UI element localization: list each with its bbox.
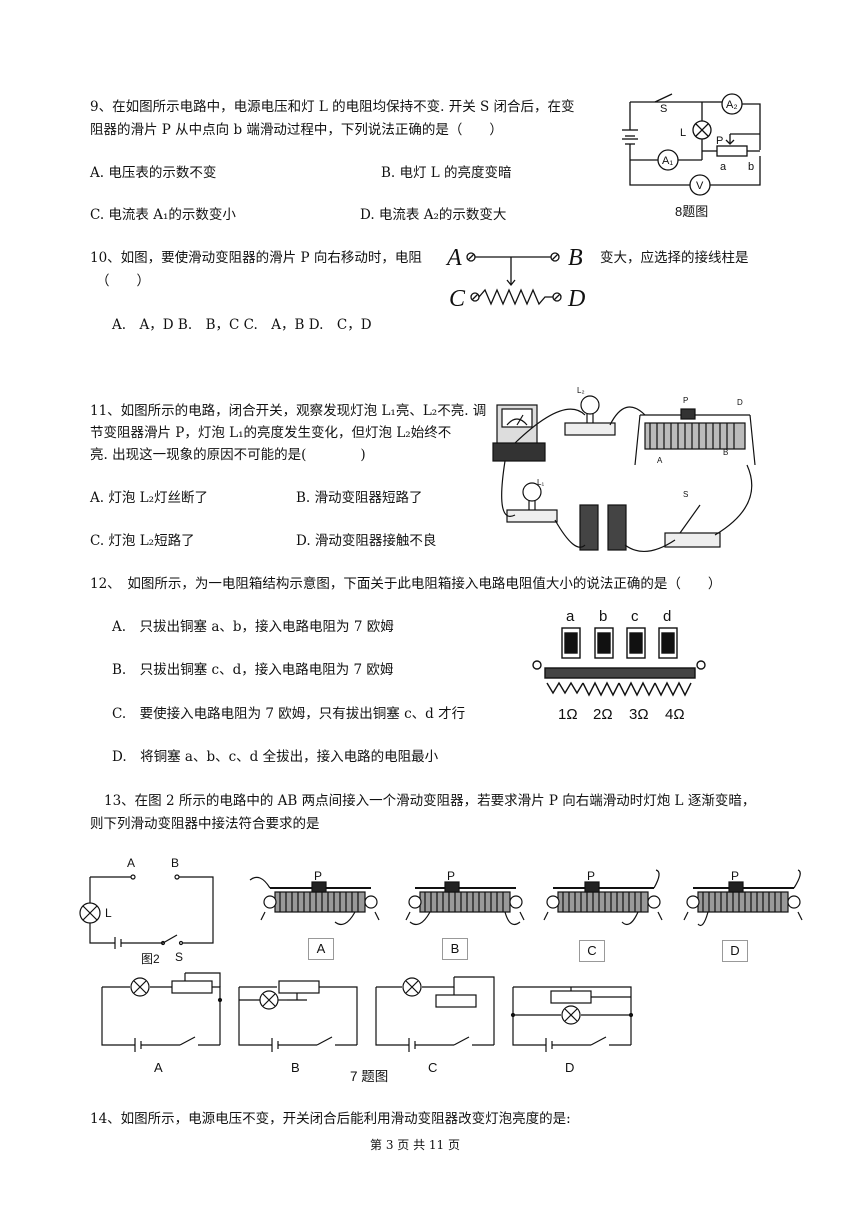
q13-rheostat-b-label-box: B — [442, 938, 468, 960]
q11-option-d: D. 滑动变阻器接触不良 — [296, 533, 437, 549]
q13-circuit-b: B — [238, 980, 358, 1075]
q13-stem-line2: 则下列滑动变阻器中接法符合要求的是 — [90, 816, 320, 832]
q11-fig-label-p: P — [683, 396, 688, 405]
q14-stem: 14、如图所示，电源电压不变，开关闭合后能利用滑动变阻器改变灯泡亮度的是: — [90, 1111, 571, 1127]
q13-circuit-a-label: A — [154, 1060, 163, 1075]
q9-option-d: D. 电流表 A₂的示数变大 — [360, 207, 507, 223]
q11-fig-label-a: A — [657, 456, 663, 465]
q13-rheostat-a-label-box: A — [308, 938, 334, 960]
q13-rheostat-c-label-p: P — [587, 869, 595, 883]
q13-rheostat-c-label-box: C — [579, 940, 605, 962]
q13-rheostat-a: P — [249, 869, 380, 925]
q12-fig-ohm-4: 4Ω — [665, 706, 685, 723]
q13-rheostat-a-label: A — [316, 941, 326, 956]
q13-circuit-c-label: C — [428, 1060, 437, 1075]
q10-rheostat-figure: A B C D — [445, 245, 585, 312]
q12-fig-plug-b: b — [599, 608, 607, 625]
q11-fig-label-d: D — [737, 398, 743, 407]
q12-fig-ohm-2: 2Ω — [593, 706, 613, 723]
q9-fig-label-s: S — [660, 103, 667, 115]
q13-rheostat-b: P — [405, 869, 525, 925]
q9-fig-label-a1: A₁ — [662, 155, 673, 167]
q9-fig-label-a: a — [720, 161, 727, 173]
q13-rheostat-d-label: D — [730, 943, 740, 958]
q13-figure-2-circuit: A B L S 图2 — [79, 856, 214, 966]
q12-fig-plug-a: a — [566, 608, 575, 625]
q13-circuit-b-label: B — [291, 1060, 300, 1075]
q11-fig-label-l2: L₂ — [577, 386, 585, 395]
q13-fig2-label-l: L — [105, 906, 112, 920]
q9-option-c: C. 电流表 A₁的示数变小 — [90, 207, 236, 223]
q9-fig-label-l: L — [680, 127, 686, 139]
q12-fig-plug-c: c — [631, 608, 639, 625]
q12-stem: 12、 如图所示，为一电阻箱结构示意图，下面关于此电阻箱接入电路电阻值大小的说法… — [90, 576, 722, 592]
q13-fig2-label-s: S — [175, 950, 183, 964]
q10-fig-label-a: A — [445, 245, 462, 271]
q11-fig-label-b: B — [723, 448, 728, 457]
q10-stem-line2: （ ） — [96, 273, 150, 289]
q11-option-a: A. 灯泡 L₂灯丝断了 — [90, 490, 208, 506]
q13-rheostat-b-label-p: P — [447, 869, 455, 883]
q13-stem-line1: 13、在图 2 所示的电路中的 AB 两点间接入一个滑动变阻器，若要求滑片 P … — [104, 793, 756, 809]
q11-option-c: C. 灯泡 L₂短路了 — [90, 533, 195, 549]
q9-fig-label-b: b — [748, 161, 754, 173]
q12-option-d: D. 将铜塞 a、b、c、d 全拔出，接入电路的电阻最小 — [112, 749, 439, 765]
q13-circuits-caption: 7 题图 — [350, 1069, 389, 1084]
q13-fig2-label-b: B — [171, 856, 179, 870]
q9-fig-label-v: V — [696, 180, 704, 192]
q13-rheostat-d-label-box: D — [722, 940, 748, 962]
q13-rheostat-c-label: C — [587, 943, 597, 958]
q9-option-a: A. 电压表的示数不变 — [90, 165, 217, 181]
q13-rheostat-d-label-p: P — [731, 869, 739, 883]
q9-fig-label-a2: A₂ — [726, 99, 738, 111]
q12-fig-plug-d: d — [663, 608, 671, 625]
q11-stem-line3: 亮. 出现这一现象的原因不可能的是( ) — [90, 447, 366, 463]
page-footer: 第 3 页 共 11 页 — [370, 1138, 460, 1152]
q11-stem-line1: 11、如图所示的电路，闭合开关，观察发现灯泡 L₁亮、L₂不亮. 调 — [90, 403, 487, 419]
q12-option-a: A. 只拔出铜塞 a、b，接入电路电阻为 7 欧姆 — [112, 619, 394, 635]
q13-rheostat-b-label: B — [450, 941, 460, 956]
q13-rheostat-d: P — [683, 869, 803, 927]
q10-options: A. A，D B. B，C C. A，B D. C，D — [112, 317, 372, 333]
q13-rheostat-c: P — [543, 869, 663, 925]
q12-option-b: B. 只拔出铜塞 c、d，接入电路电阻为 7 欧姆 — [112, 662, 394, 678]
q9-stem-line1: 9、在如图所示电路中，电源电压和灯 L 的电阻均保持不变. 开关 S 闭合后，在… — [90, 99, 575, 115]
q13-circuit-d: D — [510, 986, 634, 1075]
q12-option-c: C. 要使接入电路电阻为 7 欧姆，只有拔出铜塞 c、d 才行 — [112, 706, 466, 722]
q13-rheostat-a-label-p: P — [314, 869, 322, 883]
q11-option-b: B. 滑动变阻器短路了 — [296, 490, 423, 506]
q13-fig2-caption: 图2 — [141, 952, 160, 966]
q10-fig-label-c: C — [449, 286, 466, 312]
q10-fig-label-d: D — [567, 286, 585, 312]
q9-option-b: B. 电灯 L 的亮度变暗 — [381, 165, 512, 181]
q12-fig-ohm-1: 1Ω — [558, 706, 578, 723]
q12-fig-ohm-3: 3Ω — [629, 706, 649, 723]
q13-circuit-a: A — [101, 972, 223, 1075]
q10-stem-part2: 变大，应选择的接线柱是 — [600, 250, 749, 266]
q12-resistance-box-figure: a b c d 1Ω 2Ω 3Ω 4Ω — [532, 608, 706, 723]
q11-physical-circuit-figure: L₂ L₁ P D A B S — [492, 386, 756, 552]
q13-fig2-label-a: A — [127, 856, 135, 870]
q11-stem-line2: 节变阻器滑片 P，灯泡 L₁的亮度发生变化，但灯泡 L₂始终不 — [90, 425, 452, 441]
q9-circuit-figure: S L A₂ A₁ V P a b 8题图 — [622, 93, 761, 219]
q13-circuit-c: C — [375, 976, 495, 1075]
q9-stem-line2: 阻器的滑片 P 从中点向 b 端滑动过程中，下列说法正确的是（ ） — [90, 122, 503, 138]
q10-fig-label-b: B — [568, 245, 583, 271]
q11-fig-label-l1: L₁ — [537, 478, 544, 487]
q9-fig-label-p: P — [716, 135, 723, 147]
q11-fig-label-s: S — [683, 490, 688, 499]
q10-stem-part1: 10、如图，要使滑动变阻器的滑片 P 向右移动时，电阻 — [90, 250, 422, 266]
q13-circuit-d-label: D — [565, 1060, 574, 1075]
q9-fig-caption: 8题图 — [675, 204, 708, 219]
